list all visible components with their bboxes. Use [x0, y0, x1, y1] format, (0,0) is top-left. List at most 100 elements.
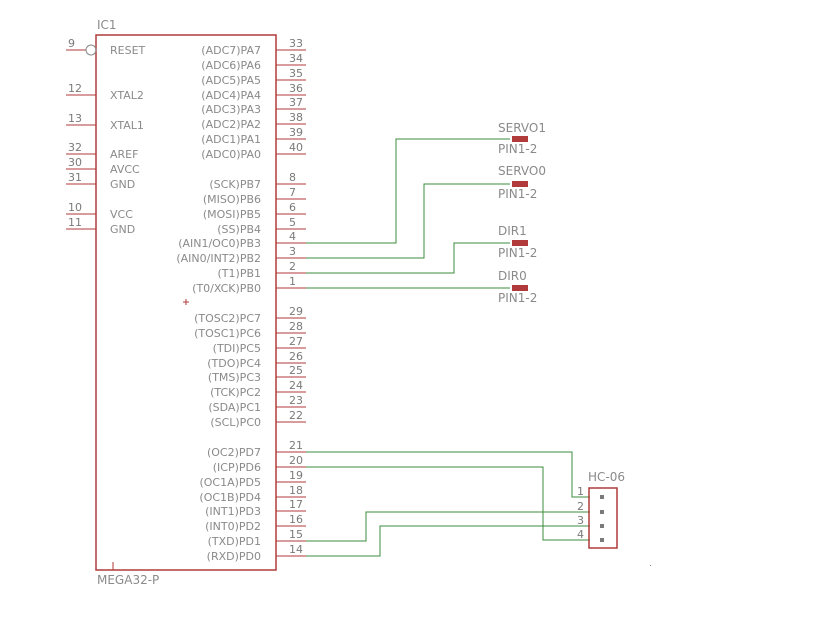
ic-left-pin-label: XTAL2	[110, 89, 144, 102]
hc06-name: HC-06	[588, 470, 625, 484]
ic-right-pin-number: 35	[289, 67, 303, 80]
ic-right-pin-number: 5	[289, 216, 296, 229]
ic-right-pin-number: 16	[289, 513, 303, 526]
ic-right-pin-label: (TDI)PC5	[213, 342, 261, 355]
ic-right-pin-number: 26	[289, 350, 303, 363]
wire-pd1-hc06[interactable]	[306, 511, 590, 542]
ic-right-pin-label: (ADC4)PA4	[201, 89, 261, 102]
ic-right-pin-number: 28	[289, 320, 303, 333]
ic-left-pin-number: 9	[68, 37, 75, 50]
ic-right-pin-number: 37	[289, 96, 303, 109]
ic-right-pin-number: 8	[289, 171, 296, 184]
ic-right-pin-label: (MOSI)PB5	[203, 208, 261, 221]
ic-left-pin-label: GND	[110, 178, 135, 191]
ic-right-pin-label: (INT0)PD2	[205, 520, 261, 533]
ic-right-pin-label: (ADC5)PA5	[201, 74, 261, 87]
ic-value: MEGA32-P	[97, 573, 159, 587]
hc06-pin-number: 1	[577, 485, 584, 498]
ic-right-pin-label: (RXD)PD0	[207, 550, 261, 563]
wire-pb3-servo1[interactable]	[306, 138, 510, 244]
ic-right-pin-number: 3	[289, 245, 296, 258]
wire-pb2-servo0[interactable]	[306, 183, 510, 259]
hc06-pins: 1 234	[577, 485, 604, 542]
ic-right-pin-number: 1	[289, 275, 296, 288]
ic-right-pin-number: 39	[289, 126, 303, 139]
ic-right-pin-label: (SS)PB4	[217, 223, 261, 236]
ic-right-pin-label: (AIN1/OC0)PB3	[178, 237, 261, 250]
ic-left-pin-number: 31	[68, 171, 82, 184]
wire-pd7-hc06[interactable]	[306, 451, 590, 498]
ic-left-pin-label: XTAL1	[110, 119, 144, 132]
ic-left-pin-number: 32	[68, 141, 82, 154]
dir0-pad[interactable]	[512, 285, 528, 291]
hc06-pin-number: 3	[577, 514, 584, 527]
ic-right-pin-label: (TOSC2)PC7	[194, 312, 261, 325]
ic-right-pin-label: (SCK)PB7	[209, 178, 261, 191]
ic-right-pins: 33(ADC7)PA734(ADC6)PA635(ADC5)PA536(ADC4…	[176, 37, 306, 563]
wire-pd0-hc06[interactable]	[306, 525, 590, 557]
ic-right-pin-label: (ADC2)PA2	[201, 118, 261, 131]
ic-right-pin-label: (T1)PB1	[218, 267, 261, 280]
ic-right-pin-label: (SDA)PC1	[208, 401, 261, 414]
ic-right-pin-number: 20	[289, 454, 303, 467]
ic-right-pin-label: (SCL)PC0	[210, 416, 261, 429]
inverter-bubble	[85, 44, 97, 56]
ic-right-pin-label: (OC2)PD7	[207, 446, 261, 459]
dir0-name: DIR0	[498, 269, 527, 283]
ic-right-pin-number: 36	[289, 82, 303, 95]
hc06-pin-pad[interactable]	[600, 510, 604, 514]
ic-right-pin-number: 15	[289, 528, 303, 541]
ic-left-pin-number: 11	[68, 216, 82, 229]
hc06-pin-pad[interactable]	[600, 538, 604, 542]
hc06-body[interactable]	[588, 487, 618, 549]
ic-right-pin-label: (ADC1)PA1	[201, 133, 261, 146]
ic-right-pin-number: 6	[289, 201, 296, 214]
ic-right-pin-number: 21	[289, 439, 303, 452]
hc06-pin-pad[interactable]	[600, 495, 604, 499]
ic-right-pin-number: 33	[289, 37, 303, 50]
ic-right-pin-number: 2	[289, 260, 296, 273]
ic-name: IC1	[97, 18, 117, 32]
ic-right-pin-label: (OC1A)PD5	[199, 476, 261, 489]
ic-right-pin-label: (ADC7)PA7	[201, 44, 261, 57]
ic-left-pin-number: 12	[68, 82, 82, 95]
hc06-pin-number: 4	[577, 528, 584, 541]
ic-right-pin-number: 14	[289, 543, 303, 556]
ic-right-pin-label: (TMS)PC3	[208, 371, 261, 384]
servo1-pad[interactable]	[512, 136, 528, 142]
ic-right-pin-number: 27	[289, 335, 303, 348]
ic-right-pin-label: (INT1)PD3	[205, 505, 261, 518]
ic-right-pin-label: (TDO)PC4	[207, 357, 261, 370]
ic-right-pin-number: 38	[289, 111, 303, 124]
ic-left-pin-number: 13	[68, 112, 82, 125]
ic-left-pin-label: AREF	[110, 148, 138, 161]
wire-pd6-hc06[interactable]	[306, 466, 590, 541]
ic-left-pin-label: VCC	[110, 208, 133, 221]
ic-left-pin-label: RESET	[110, 44, 146, 57]
ic-right-pin-label: (ADC0)PA0	[201, 148, 261, 161]
ic-right-pin-number: 18	[289, 484, 303, 497]
ic-right-pin-number: 29	[289, 305, 303, 318]
servo0-pad[interactable]	[512, 181, 528, 187]
ic-right-pin-number: 25	[289, 364, 303, 377]
ic-right-pin-number: 22	[289, 409, 303, 422]
ic-right-pin-number: 40	[289, 141, 303, 154]
ic-right-pin-label: (MISO)PB6	[203, 193, 261, 206]
dir1-pad[interactable]	[512, 240, 528, 246]
ic-left-pins: 9RESET12XTAL213XTAL132AREF30AVCC31GND10V…	[66, 37, 146, 236]
ic-left-pin-label: AVCC	[110, 163, 140, 176]
servo0-value: PIN1-2	[498, 187, 537, 201]
ic-left-pin-number: 30	[68, 156, 82, 169]
dir0-value: PIN1-2	[498, 291, 537, 305]
ic-right-pin-label: (ADC6)PA6	[201, 59, 261, 72]
dir1-name: DIR1	[498, 224, 527, 238]
ic-right-pin-number: 17	[289, 498, 303, 511]
dir1-value: PIN1-2	[498, 246, 537, 260]
servo1-value: PIN1-2	[498, 142, 537, 156]
hc06-pin-pad[interactable]	[600, 524, 604, 528]
ic-right-pin-number: 19	[289, 469, 303, 482]
wire-pb1-dir1[interactable]	[306, 242, 510, 274]
hc06-pin-number: 2	[577, 500, 584, 513]
ic-body[interactable]	[95, 34, 277, 571]
